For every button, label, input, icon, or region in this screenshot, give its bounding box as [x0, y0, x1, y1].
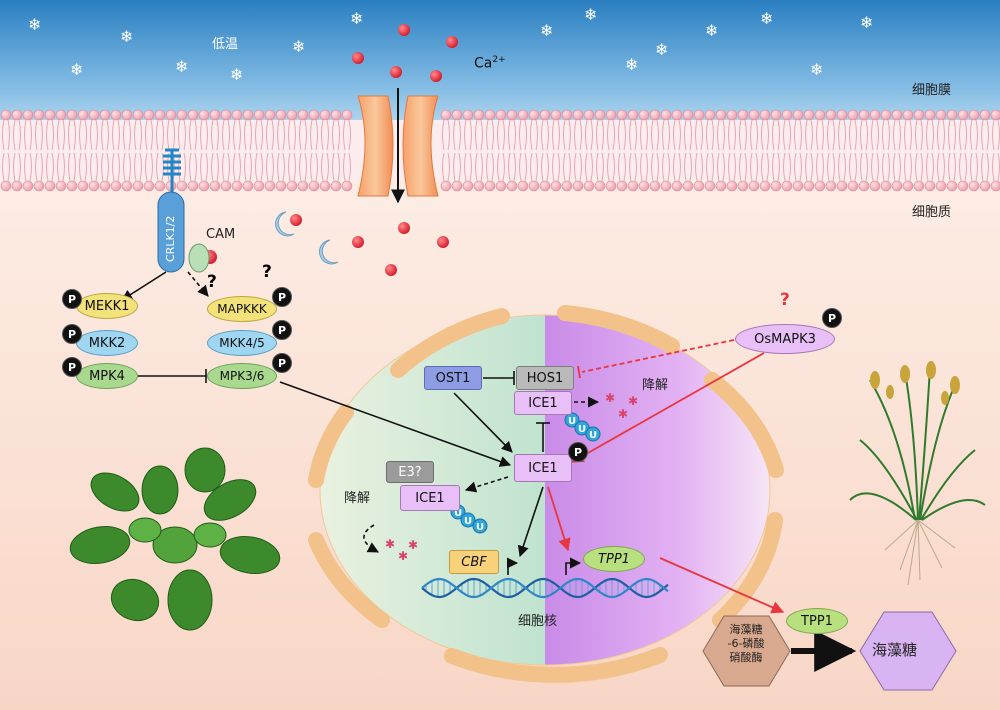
degradation-fragments: ✱✱✱ ✱✱✱: [385, 391, 638, 563]
membrane-bottom-heads: [0, 180, 1000, 192]
e3-node: E3?: [386, 461, 434, 483]
phospho-mekk1: P: [62, 289, 82, 309]
snowflakes: ❄ ❄ ❄ ❄ ❄ ❄ ❄ ❄ ❄ ❄ ❄ ❄ ❄ ❄ ❄: [28, 5, 873, 84]
mpk36-node: MPK3/6: [207, 363, 277, 389]
hos1-node: HOS1: [516, 366, 574, 390]
svg-text:❄: ❄: [655, 40, 668, 59]
svg-text:❄: ❄: [28, 15, 41, 34]
membrane-top-heads: [0, 109, 1000, 121]
dna-helix: [421, 577, 669, 599]
svg-text:U: U: [476, 522, 484, 533]
phospho-osmapk3: P: [822, 308, 842, 328]
svg-text:✱: ✱: [398, 549, 408, 563]
svg-text:❄: ❄: [350, 9, 363, 28]
svg-text:❄: ❄: [230, 65, 243, 84]
ubiquitin-mark: U: [564, 412, 580, 428]
mpk4-node: MPK4: [76, 363, 138, 389]
mkk2-node: MKK2: [76, 330, 138, 356]
low-temperature-label: 低温: [212, 37, 239, 52]
trehalose-hexagon: [859, 611, 957, 691]
cbf-gene: CBF: [449, 550, 499, 574]
ice1-left-node: ICE1: [400, 485, 460, 511]
mapkkk-node: MAPKKK: [207, 296, 277, 322]
phospho-mkk45: P: [272, 320, 292, 340]
ice1-top-node: ICE1: [514, 391, 572, 415]
question-mark-receptor: ?: [207, 272, 217, 292]
crlk-label: CRLK1/2: [164, 215, 177, 262]
svg-text:U: U: [589, 430, 597, 441]
tps-label-line3: 硝酸酶: [729, 651, 763, 664]
phospho-mpk36: P: [272, 353, 292, 373]
calcium-label: Ca2+: [474, 56, 506, 71]
svg-text:❄: ❄: [705, 21, 718, 40]
mkk45-node: MKK4/5: [207, 330, 277, 356]
svg-text:❄: ❄: [70, 60, 83, 79]
svg-text:✱: ✱: [408, 538, 418, 552]
calcium-ions: [203, 24, 458, 276]
svg-text:U: U: [464, 516, 472, 527]
svg-text:❄: ❄: [760, 9, 773, 28]
membrane-label: 细胞膜: [912, 83, 952, 98]
nucleus-label: 细胞核: [518, 614, 558, 629]
svg-text:✱: ✱: [605, 391, 615, 405]
calcium-charge: 2+: [492, 55, 506, 65]
ubiquitin-mark: U: [574, 420, 590, 436]
svg-text:❄: ❄: [120, 27, 133, 46]
cam-label: CAM: [206, 227, 236, 242]
svg-text:U: U: [568, 416, 576, 427]
ost1-node: OST1: [424, 366, 482, 390]
tps-label: 海藻糖 -6-磷酸 硝酸酶: [706, 623, 786, 665]
svg-text:❄: ❄: [810, 60, 823, 79]
arabidopsis-plant: [69, 447, 281, 631]
mekk1-node: MEKK1: [76, 293, 138, 319]
phospho-mkk2: P: [62, 324, 82, 344]
question-mark-osmapk3: ?: [780, 290, 790, 310]
svg-text:✱: ✱: [385, 537, 395, 551]
crlk-receptor: [157, 148, 210, 273]
svg-text:U: U: [578, 424, 586, 435]
osmapk3-node: OsMAPK3: [735, 324, 835, 354]
tps-label-line2: -6-磷酸: [727, 637, 765, 650]
ubiquitin-mark: U: [460, 512, 476, 528]
svg-text:❄: ❄: [292, 37, 305, 56]
ice1-center-node: ICE1: [514, 454, 572, 482]
svg-text:❄: ❄: [175, 57, 188, 76]
trehalose-label: 海藻糖: [872, 641, 918, 659]
tpp1-gene: TPP1: [583, 546, 645, 572]
red-arrows: [547, 339, 785, 614]
phospho-mpk4: P: [62, 357, 82, 377]
tps-hexagon: [702, 615, 791, 687]
black-arrows: [121, 271, 857, 672]
cytoplasm-label: 细胞质: [912, 205, 952, 220]
svg-text:❄: ❄: [860, 13, 873, 32]
degradation-label-right: 降解: [642, 378, 669, 393]
question-mark-mapkkk: ?: [262, 262, 272, 282]
svg-text:❄: ❄: [584, 5, 597, 24]
calcium-symbol: Ca: [474, 55, 493, 72]
rice-plant: [849, 361, 986, 586]
ubiquitin-mark: U: [472, 518, 488, 534]
inhibition-lines: [136, 369, 550, 452]
calcium-channel: [357, 88, 439, 204]
svg-text:✱: ✱: [618, 407, 628, 421]
svg-text:❄: ❄: [540, 21, 553, 40]
tps-label-line1: 海藻糖: [729, 623, 763, 636]
calmodulin-shapes: [275, 211, 339, 265]
phospho-mapkkk: P: [272, 287, 292, 307]
svg-text:❄: ❄: [625, 55, 638, 74]
svg-text:✱: ✱: [628, 394, 638, 408]
tpp1-protein: TPP1: [786, 608, 848, 634]
svg-text:U: U: [454, 508, 462, 519]
membrane-tails: [2, 119, 1000, 182]
degradation-label-left: 降解: [344, 491, 371, 506]
ubiquitin-mark: U: [585, 426, 601, 442]
phospho-ice1: P: [568, 442, 588, 462]
